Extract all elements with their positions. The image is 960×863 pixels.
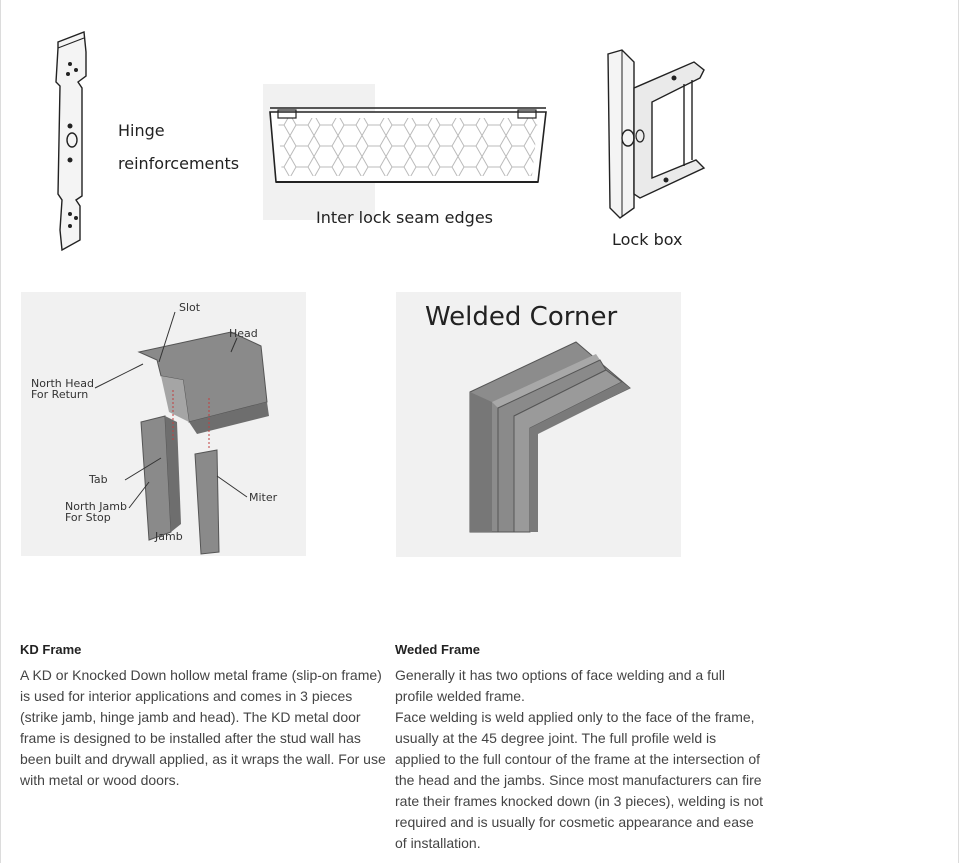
welded-corner-title: Welded Corner: [425, 302, 618, 332]
lock-box-image: [600, 48, 710, 222]
kd-frame-section: KD Frame A KD or Knocked Down hollow met…: [20, 642, 390, 791]
kd-label-head: Head: [229, 327, 258, 340]
kd-label-north-jamb: North Jamb For Stop: [65, 500, 127, 524]
kd-label-jamb: Jamb: [155, 530, 183, 543]
lock-box-label: Lock box: [612, 230, 683, 249]
hinge-label-line2: reinforcements: [118, 154, 240, 173]
kd-label-tab: Tab: [89, 473, 108, 486]
kd-label-north-head: North Head For Return: [31, 377, 95, 401]
welded-frame-description: Generally it has two options of face wel…: [395, 665, 765, 854]
welded-frame-heading: Weded Frame: [395, 642, 481, 657]
interlock-seam-image: [266, 104, 552, 188]
hinge-label-line1: Hinge: [118, 121, 165, 140]
kd-frame-diagram: Slot Head North Head For Return Tab Nort…: [21, 292, 306, 556]
welded-frame-section: Weded Frame Generally it has two options…: [395, 642, 765, 854]
kd-frame-description: A KD or Knocked Down hollow metal frame …: [20, 665, 390, 791]
hinge-reinforcement-image: [48, 28, 104, 254]
right-border: [958, 0, 959, 863]
welded-frame-paragraph-1: Generally it has two options of face wel…: [395, 667, 725, 704]
hinge-label: Hinge reinforcements: [118, 114, 239, 180]
welded-corner-image: Welded Corner: [396, 292, 681, 557]
kd-frame-heading: KD Frame: [20, 642, 82, 657]
welded-frame-paragraph-2: Face welding is weld applied only to the…: [395, 709, 764, 851]
left-border: [0, 0, 1, 863]
kd-label-slot: Slot: [179, 301, 201, 314]
seam-label: Inter lock seam edges: [316, 208, 494, 227]
kd-label-miter: Miter: [249, 491, 278, 504]
kd-frame-paragraph: A KD or Knocked Down hollow metal frame …: [20, 667, 386, 788]
